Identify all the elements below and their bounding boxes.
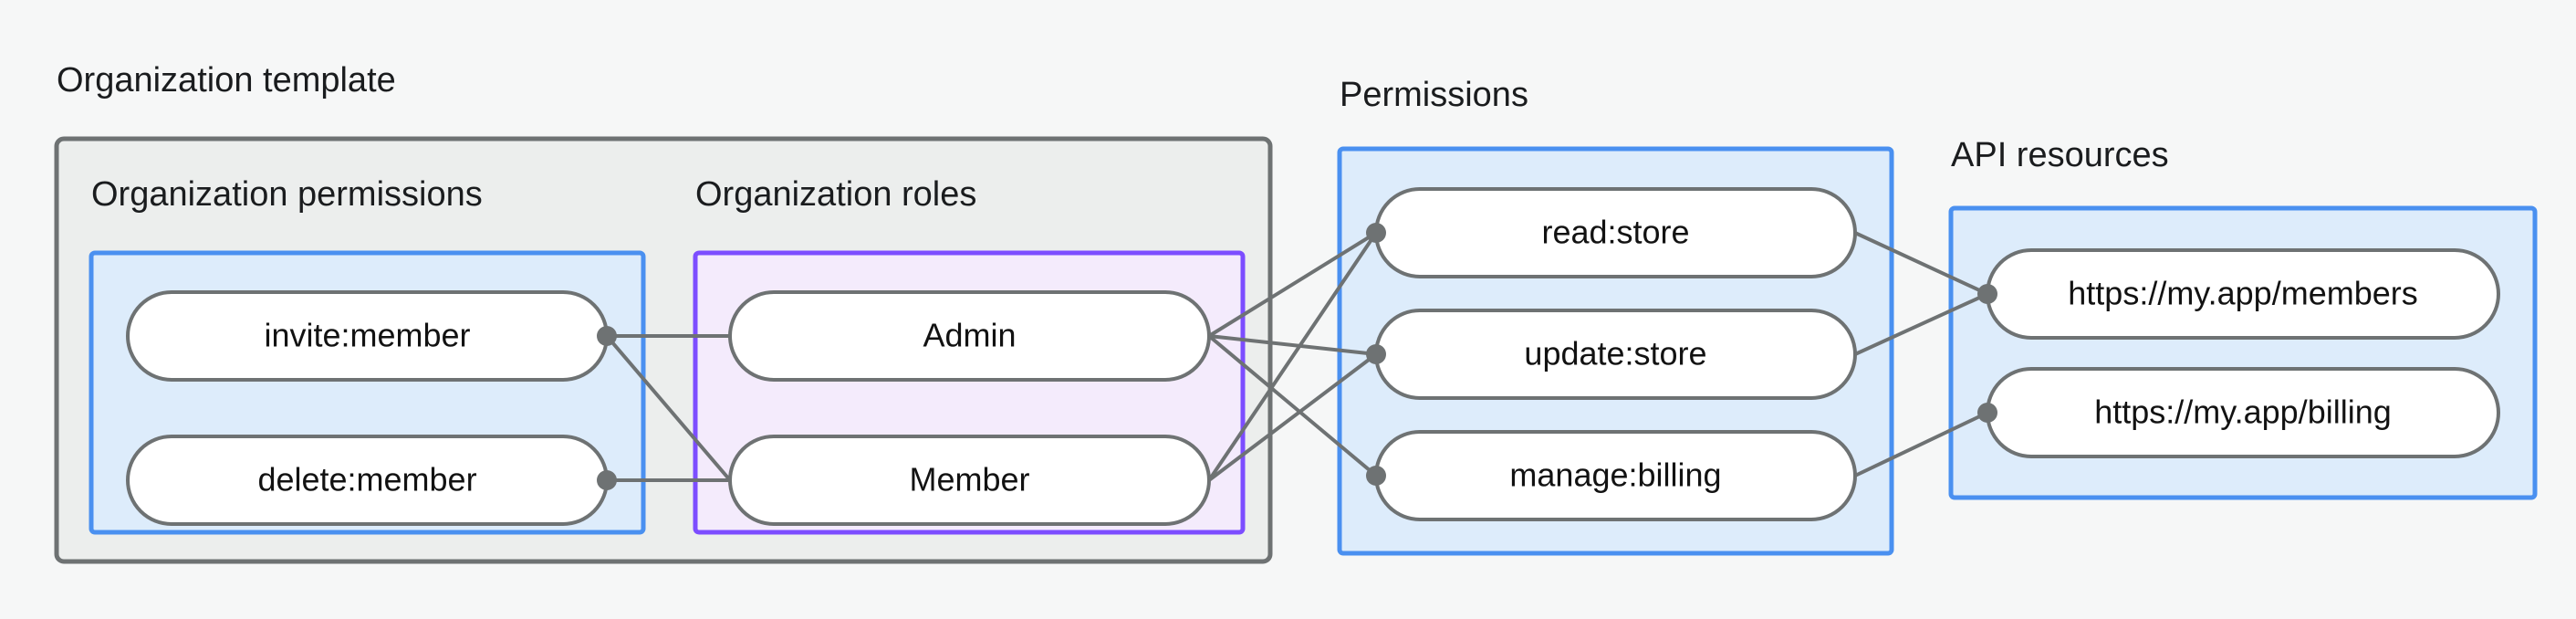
connector-dot-layer	[597, 223, 1997, 490]
organization-roles-title: Organization roles	[695, 175, 976, 214]
edge-member-to-read_store	[1207, 231, 1378, 482]
connector-dot-update_store-left	[1366, 344, 1386, 364]
edge-read_store-to-members_url	[1854, 231, 1988, 296]
node-admin[interactable]: Admin	[728, 290, 1211, 382]
connector-dot-invite_member-right	[597, 326, 617, 346]
node-read_store[interactable]: read:store	[1374, 187, 1857, 278]
edge-manage_billing-to-billing_url	[1854, 411, 1988, 477]
edge-layer	[605, 231, 1988, 482]
node-label-invite_member: invite:member	[264, 317, 470, 354]
connector-dot-billing_url-left	[1977, 403, 1997, 423]
node-label-members_url: https://my.app/members	[2068, 275, 2417, 312]
node-billing_url[interactable]: https://my.app/billing	[1986, 367, 2500, 458]
connector-dot-manage_billing-left	[1366, 466, 1386, 486]
organization-permissions-title: Organization permissions	[91, 175, 483, 214]
edge-admin-to-read_store	[1207, 231, 1378, 338]
connector-dot-read_store-left	[1366, 223, 1386, 243]
node-member[interactable]: Member	[728, 435, 1211, 526]
node-label-member: Member	[909, 461, 1029, 498]
edge-invite_member-to-member	[605, 334, 732, 482]
node-label-delete_member: delete:member	[257, 461, 476, 498]
node-label-read_store: read:store	[1541, 214, 1689, 251]
node-update_store[interactable]: update:store	[1374, 309, 1857, 400]
edge-admin-to-manage_billing	[1207, 334, 1378, 477]
node-members_url[interactable]: https://my.app/members	[1986, 248, 2500, 340]
edge-update_store-to-members_url	[1854, 292, 1988, 356]
node-manage_billing[interactable]: manage:billing	[1374, 430, 1857, 521]
connector-dot-members_url-left	[1977, 284, 1997, 304]
edge-member-to-update_store	[1207, 352, 1378, 482]
edge-admin-to-update_store	[1208, 334, 1377, 356]
node-label-update_store: update:store	[1524, 335, 1706, 372]
api-resources-title: API resources	[1951, 136, 2169, 174]
node-delete_member[interactable]: delete:member	[126, 435, 609, 526]
node-label-billing_url: https://my.app/billing	[2094, 393, 2392, 431]
connector-dot-delete_member-right	[597, 470, 617, 490]
node-label-manage_billing: manage:billing	[1509, 456, 1721, 494]
node-invite_member[interactable]: invite:member	[126, 290, 609, 382]
node-pill-admin[interactable]	[728, 290, 1211, 382]
organization-template-title: Organization template	[57, 61, 396, 100]
node-label-admin: Admin	[923, 317, 1016, 354]
permissions-title: Permissions	[1340, 76, 1528, 114]
node-pill-member[interactable]	[728, 435, 1211, 526]
